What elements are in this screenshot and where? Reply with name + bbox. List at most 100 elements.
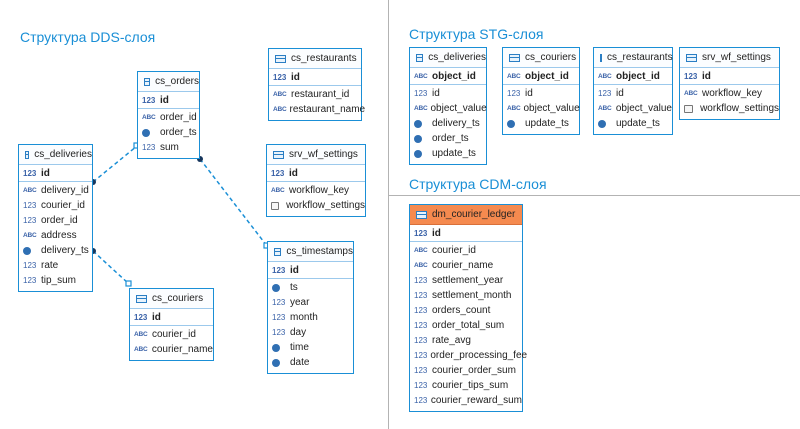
text-type-icon: ABC	[507, 105, 521, 112]
table-icon	[274, 247, 282, 256]
integer-type-icon: 123	[23, 216, 37, 225]
integer-type-icon: 123	[414, 89, 428, 98]
field-name: courier_reward_sum	[430, 395, 522, 406]
table-field[interactable]: order_ts	[410, 131, 486, 146]
table-field[interactable]: time	[268, 340, 353, 355]
table-header[interactable]: dm_courier_ledger	[410, 205, 522, 225]
table-field[interactable]: 123 id	[410, 86, 486, 101]
field-name: tip_sum	[41, 275, 77, 286]
table-header[interactable]: cs_deliveries	[19, 145, 92, 165]
table-field[interactable]: workflow_settings	[267, 198, 365, 213]
table-field[interactable]: date	[268, 355, 353, 370]
table-field[interactable]: ts	[268, 280, 353, 295]
table-field[interactable]: update_ts	[594, 116, 672, 131]
stg-section-title: Структура STG-слоя	[409, 26, 544, 42]
table-header[interactable]: cs_restaurants	[594, 48, 673, 68]
table-header[interactable]: srv_wf_settings	[267, 145, 365, 165]
table-field[interactable]: update_ts	[503, 116, 579, 131]
table-header[interactable]: cs_couriers	[503, 48, 579, 68]
table-header[interactable]: cs_couriers	[130, 289, 213, 309]
table-header[interactable]: cs_orders	[138, 72, 199, 92]
table-bottom-padding	[410, 161, 486, 164]
field-name: id	[432, 88, 440, 99]
field-name: courier_id	[41, 200, 85, 211]
table-field[interactable]: update_ts	[410, 146, 486, 161]
table-icon	[144, 77, 151, 86]
field-name: id	[289, 167, 298, 179]
field-name: courier_name	[432, 260, 494, 271]
table-name: cs_deliveries	[428, 52, 486, 63]
table-header[interactable]: srv_wf_settings	[680, 48, 779, 68]
table-header[interactable]: cs_timestamps	[268, 242, 353, 262]
table-field[interactable]: order_ts	[138, 125, 199, 140]
table-icon	[25, 150, 30, 159]
table-bottom-padding	[594, 131, 672, 134]
table-header[interactable]: cs_deliveries	[410, 48, 486, 68]
field-name: rate	[41, 260, 59, 271]
table-header[interactable]: cs_restaurants	[269, 49, 361, 69]
table-name: cs_couriers	[152, 293, 204, 304]
table-field[interactable]: delivery_ts	[410, 116, 486, 131]
link-orders-timestamps	[199, 158, 268, 247]
clock-icon	[272, 343, 280, 352]
table-field[interactable]: delivery_ts	[19, 243, 92, 258]
table-field[interactable]: workflow_settings	[680, 101, 779, 116]
field-name: update_ts	[525, 118, 569, 129]
